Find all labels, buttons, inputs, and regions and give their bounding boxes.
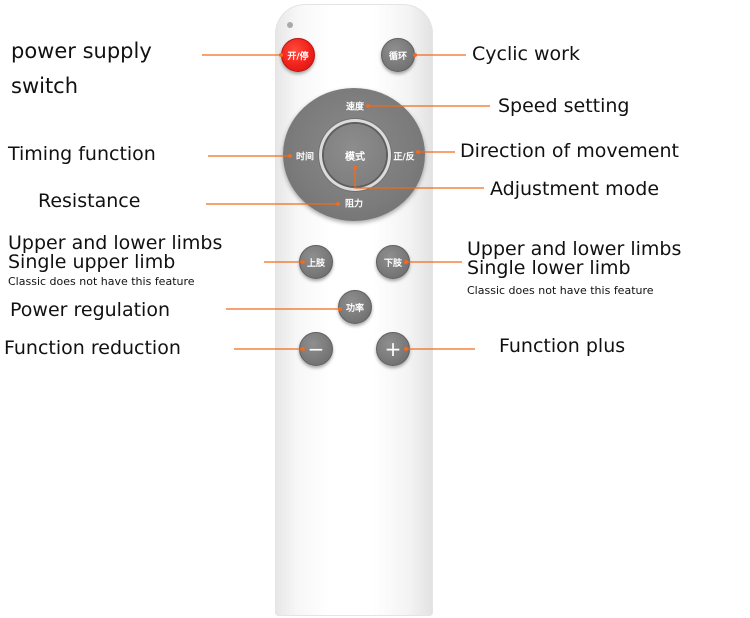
power-button[interactable]: 开/停: [281, 38, 315, 72]
indicator-led: [287, 22, 293, 28]
label-lower-line2: Single lower limb: [467, 257, 631, 279]
label-function-reduction: Function reduction: [4, 337, 181, 359]
label-upper-note: Classic does not have this feature: [8, 275, 195, 288]
label-power-supply-line1: power supply: [11, 39, 152, 63]
leader-mode: [354, 168, 484, 189]
label-timing-function: Timing function: [8, 143, 156, 165]
label-speed-setting: Speed setting: [498, 95, 630, 117]
label-lower-line1: Upper and lower limbs: [467, 238, 682, 260]
label-cyclic-work: Cyclic work: [472, 43, 580, 65]
power-level-button[interactable]: 功率: [338, 290, 372, 324]
label-power-regulation: Power regulation: [10, 299, 170, 321]
cycle-button[interactable]: 循环: [381, 38, 415, 72]
resistance-button[interactable]: 阻力: [344, 199, 364, 210]
label-resistance: Resistance: [38, 190, 141, 212]
label-power-supply-line2: switch: [11, 74, 79, 98]
label-direction-of-movement: Direction of movement: [460, 140, 679, 162]
direction-button[interactable]: 正/反: [393, 152, 415, 163]
time-button[interactable]: 时间: [295, 152, 315, 163]
label-function-plus: Function plus: [499, 335, 626, 357]
label-lower-note: Classic does not have this feature: [467, 284, 654, 297]
label-upper-line2: Single upper limb: [8, 251, 176, 273]
speed-button[interactable]: 速度: [345, 102, 365, 113]
label-adjustment-mode: Adjustment mode: [490, 178, 660, 200]
label-upper-line1: Upper and lower limbs: [8, 232, 223, 254]
